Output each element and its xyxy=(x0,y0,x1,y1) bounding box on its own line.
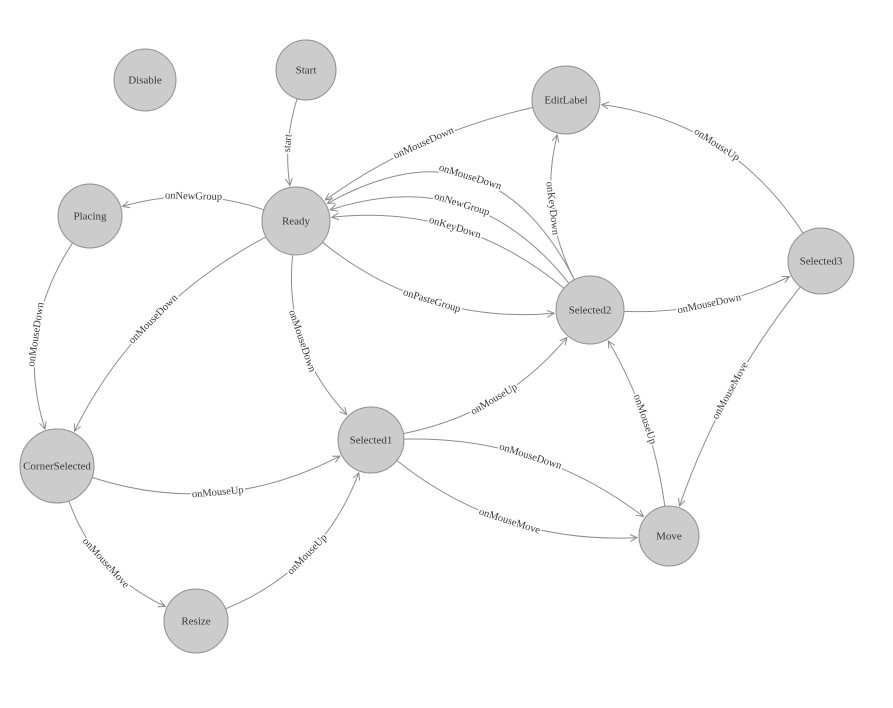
transition-CornerSelected-Resize-14[interactable] xyxy=(68,500,165,607)
transition-Move-Selected2-18[interactable] xyxy=(608,341,666,507)
state-circle[interactable] xyxy=(57,183,123,249)
state-circle[interactable] xyxy=(275,39,337,101)
state-circle[interactable] xyxy=(163,588,229,654)
state-circle[interactable] xyxy=(261,186,331,256)
state-node-Selected3[interactable]: Selected3 xyxy=(787,227,855,295)
transition-labels-layer: startonNewGrouponMouseDownonKeyDownonMou… xyxy=(24,123,752,592)
transition-EditLabel-Ready-2[interactable] xyxy=(325,107,533,201)
transition-Ready-Selected1-9[interactable] xyxy=(290,254,346,415)
transition-Selected1-Selected2-12[interactable] xyxy=(403,338,567,435)
transition-Ready-Placing-1[interactable] xyxy=(123,196,265,211)
transition-Selected3-Move-19[interactable] xyxy=(680,286,801,506)
state-node-Selected1[interactable]: Selected1 xyxy=(337,406,405,474)
state-circle[interactable] xyxy=(531,65,601,135)
transition-CornerSelected-Selected1-13[interactable] xyxy=(92,456,340,495)
transition-Selected2-EditLabel-3[interactable] xyxy=(550,135,575,281)
state-node-Start[interactable]: Start xyxy=(275,39,337,101)
transition-Selected2-Ready-5[interactable] xyxy=(327,171,575,281)
state-circle[interactable] xyxy=(555,275,625,345)
transition-Selected2-Selected3-20[interactable] xyxy=(623,277,790,313)
state-node-Disable[interactable]: Disable xyxy=(113,48,177,112)
state-node-Placing[interactable]: Placing xyxy=(57,183,123,249)
state-node-Ready[interactable]: Ready xyxy=(261,186,331,256)
state-node-CornerSelected[interactable]: CornerSelected xyxy=(19,428,95,504)
state-circle[interactable] xyxy=(787,227,855,295)
transitions-layer xyxy=(33,98,804,610)
transition-Selected2-Ready-7[interactable] xyxy=(332,215,565,289)
state-circle[interactable] xyxy=(19,428,95,504)
transition-Resize-Selected1-15[interactable] xyxy=(225,473,359,610)
state-node-Resize[interactable]: Resize xyxy=(163,588,229,654)
transition-Selected2-Ready-6[interactable] xyxy=(330,196,570,284)
transition-Selected3-EditLabel-4[interactable] xyxy=(602,105,804,234)
transition-Selected1-Move-16[interactable] xyxy=(403,438,644,517)
transition-Start-Ready-0[interactable] xyxy=(288,98,298,186)
transition-Placing-CornerSelected-11[interactable] xyxy=(33,242,74,429)
state-node-Move[interactable]: Move xyxy=(638,505,700,567)
state-circle[interactable] xyxy=(337,406,405,474)
state-circle[interactable] xyxy=(113,48,177,112)
state-node-EditLabel[interactable]: EditLabel xyxy=(531,65,601,135)
state-node-Selected2[interactable]: Selected2 xyxy=(555,275,625,345)
transition-Selected1-Move-17[interactable] xyxy=(396,460,637,539)
state-circle[interactable] xyxy=(638,505,700,567)
transition-Ready-CornerSelected-10[interactable] xyxy=(74,236,267,431)
transition-Ready-Selected2-8[interactable] xyxy=(322,241,555,314)
